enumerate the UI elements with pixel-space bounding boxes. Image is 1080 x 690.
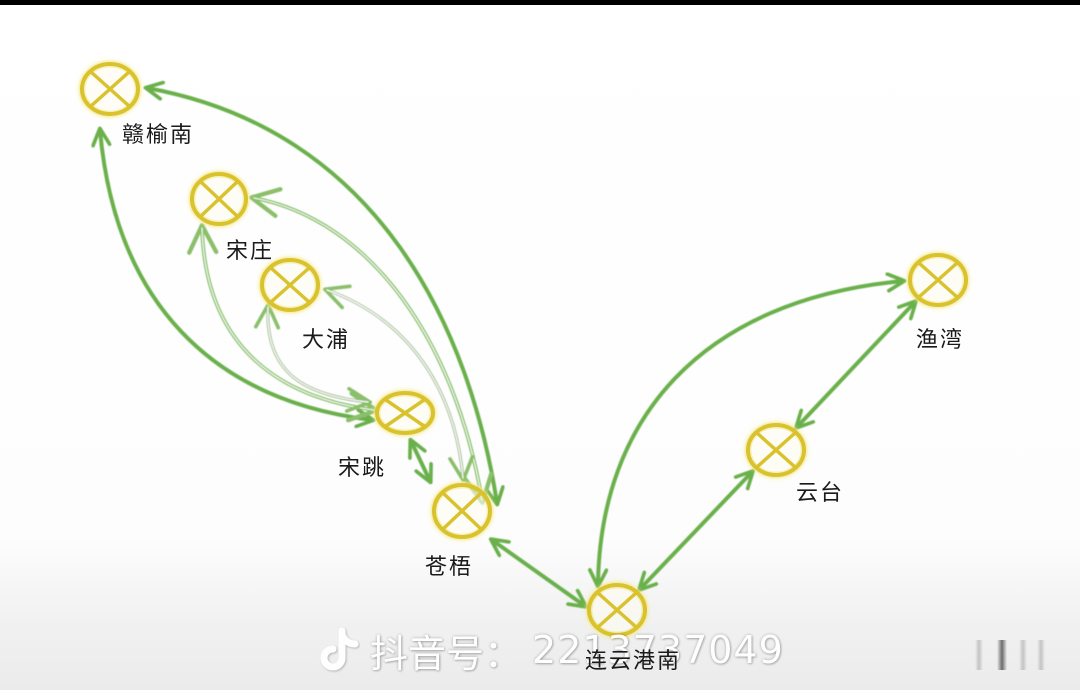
station-label-songzhuang: 宋庄 bbox=[226, 239, 275, 264]
douyin-watermark: 抖音号： 2213737049 bbox=[318, 624, 784, 676]
edge-songtiao-cangwu bbox=[411, 441, 430, 481]
blurred-overlay-artifact bbox=[975, 640, 1065, 674]
station-node-songzhuang[interactable] bbox=[188, 170, 250, 228]
edge-cangwu-ganyunan bbox=[147, 88, 497, 503]
edge-yuntai-yuwan bbox=[797, 302, 915, 427]
station-label-yuwan: 渔湾 bbox=[916, 328, 965, 353]
station-node-yuwan[interactable] bbox=[906, 251, 970, 309]
edge-lianyungangnan-yuntai bbox=[640, 472, 752, 589]
station-node-cangwu[interactable] bbox=[430, 481, 494, 541]
nodes bbox=[78, 60, 970, 639]
tiktok-logo-icon bbox=[320, 627, 359, 671]
edge-dapu-cangwu bbox=[323, 284, 475, 483]
station-node-songtiao[interactable] bbox=[373, 389, 437, 437]
watermark-id: 2213737049 bbox=[532, 628, 784, 672]
station-label-cangwu: 苍梧 bbox=[425, 555, 474, 580]
station-label-ganyunan: 赣榆南 bbox=[122, 123, 195, 148]
station-label-songtiao: 宋跳 bbox=[338, 456, 387, 481]
station-node-ganyunan[interactable] bbox=[78, 60, 142, 118]
edges bbox=[100, 88, 915, 606]
edge-cangwu-lianyungangnan bbox=[492, 540, 585, 606]
station-label-lianyungangnan: 连云港南 bbox=[585, 649, 682, 674]
station-node-dapu[interactable] bbox=[258, 256, 322, 314]
station-node-lianyungangnan[interactable] bbox=[585, 581, 649, 639]
edge-lianyungangnan-yuwan bbox=[598, 281, 903, 585]
station-node-yuntai[interactable] bbox=[744, 421, 808, 479]
station-label-dapu: 大浦 bbox=[302, 328, 351, 353]
station-label-yuntai: 云台 bbox=[796, 481, 845, 506]
watermark-label: 抖音号： bbox=[370, 631, 523, 676]
top-black-bar bbox=[0, 0, 1080, 5]
